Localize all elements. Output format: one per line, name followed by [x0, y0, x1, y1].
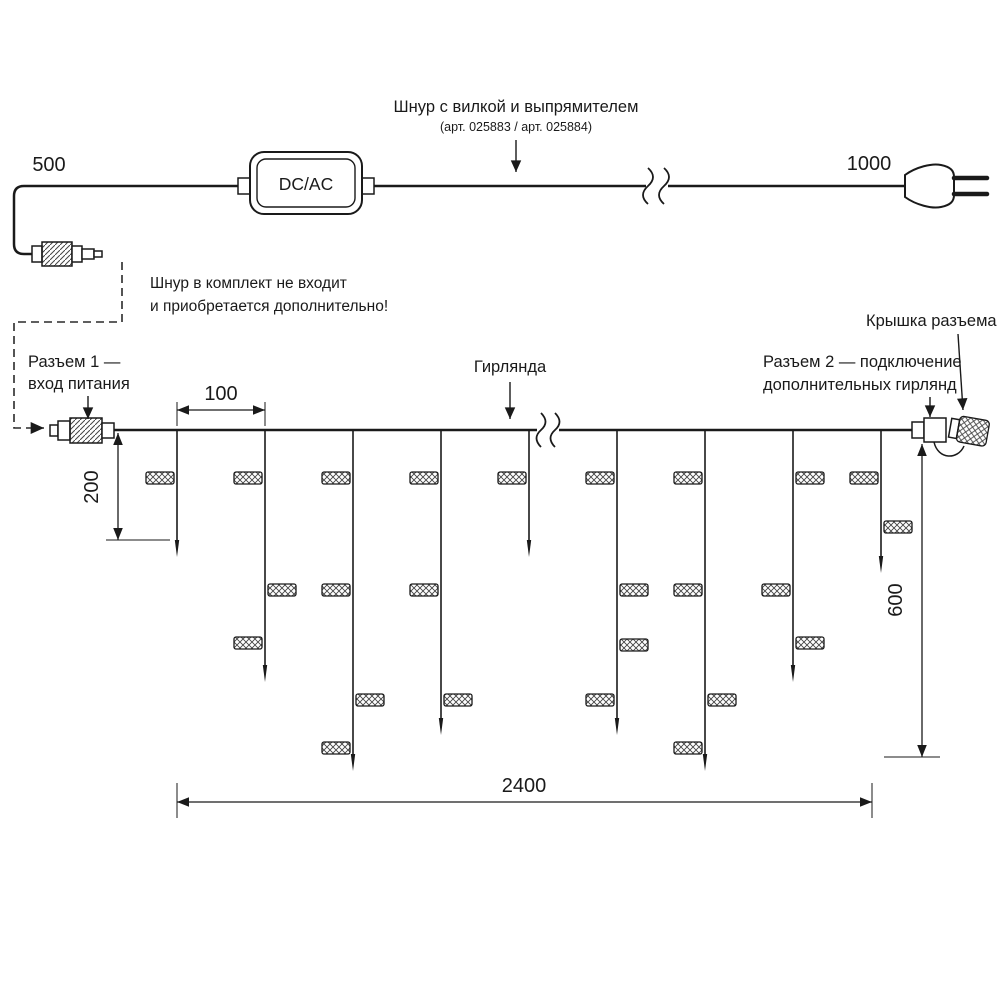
lamp: [883, 520, 913, 534]
lamp: [619, 583, 649, 597]
lamp: [849, 471, 879, 485]
lamp: [355, 693, 385, 707]
lamp: [233, 471, 263, 485]
drop-tip: [526, 540, 532, 557]
drop-tip: [350, 754, 356, 771]
lamp: [321, 741, 351, 755]
lamp: [673, 583, 703, 597]
not-included-note-line2: и приобретается дополнительно!: [150, 298, 388, 315]
converter-right-nub: [361, 177, 375, 195]
cord-subtitle: (арт. 025883 / арт. 025884): [440, 120, 592, 134]
dcac-converter-box: DC/AC: [237, 151, 375, 215]
not-included-note-line1: Шнур в комплект не входит: [150, 275, 347, 292]
dim-600: 600: [884, 444, 940, 758]
drop-tip: [262, 665, 268, 682]
cap-arrow: [956, 333, 968, 411]
dim-1000-label: 1000: [847, 153, 892, 175]
connector2-label-line1: Разъем 2 — подключение: [763, 353, 962, 371]
lamp: [267, 583, 297, 597]
lamp: [145, 471, 175, 485]
drop-tip: [614, 718, 620, 735]
garland-assembly: Разъем 1 — вход питания Гирлянда Разъем …: [28, 312, 997, 818]
garland-break-mark: [535, 412, 561, 448]
mains-plug: [904, 163, 990, 209]
dim-100: 100: [176, 383, 266, 426]
dim-500-label: 500: [32, 154, 65, 176]
cap-label: Крышка разъема: [866, 312, 997, 330]
cord-left-segment: [12, 184, 240, 256]
drop-tip: [438, 718, 444, 735]
drop-tip: [790, 665, 796, 682]
connector1-label-line2: вход питания: [28, 375, 130, 393]
connector2-label-line2: дополнительных гирлянд: [763, 376, 957, 394]
lamp: [497, 471, 527, 485]
dim-100-label: 100: [204, 383, 237, 405]
connector1-label-line1: Разъем 1 —: [28, 353, 121, 371]
cap-leash: [933, 441, 965, 457]
lamp: [233, 636, 263, 650]
not-included-dashed-route: [13, 262, 123, 434]
garland-title: Гирлянда: [474, 358, 547, 376]
drop-tip: [174, 540, 180, 557]
lamp: [673, 741, 703, 755]
lamp: [443, 693, 473, 707]
dim-2400: 2400: [176, 775, 873, 818]
cord-title: Шнур с вилкой и выпрямителем: [394, 98, 639, 116]
power-cord-assembly: 500 1000 Шнур с вилкой и выпрямителем (а…: [12, 98, 990, 434]
drops-group: [145, 431, 913, 771]
lamp: [795, 471, 825, 485]
cord-break-mark: [642, 167, 670, 205]
connector-cap: [947, 415, 990, 447]
dim-200-label: 200: [81, 470, 103, 503]
dim-600-label: 600: [885, 583, 907, 616]
lamp: [673, 471, 703, 485]
lamp: [321, 471, 351, 485]
drop-tip: [878, 556, 884, 573]
garland-output-connector: [911, 415, 990, 457]
converter-left-nub: [237, 177, 251, 195]
cord-output-connector: [31, 241, 103, 267]
lamp: [795, 636, 825, 650]
lamp: [409, 583, 439, 597]
garland-input-connector: [49, 417, 115, 444]
lamp: [321, 583, 351, 597]
dim-2400-label: 2400: [502, 775, 547, 797]
dcac-label: DC/AC: [279, 174, 333, 194]
dim-200: 200: [81, 433, 170, 541]
lamp: [619, 638, 649, 652]
lamp: [761, 583, 791, 597]
lamp: [707, 693, 737, 707]
lamp: [585, 693, 615, 707]
lamp: [585, 471, 615, 485]
lamp: [409, 471, 439, 485]
drop-tip: [702, 754, 708, 771]
